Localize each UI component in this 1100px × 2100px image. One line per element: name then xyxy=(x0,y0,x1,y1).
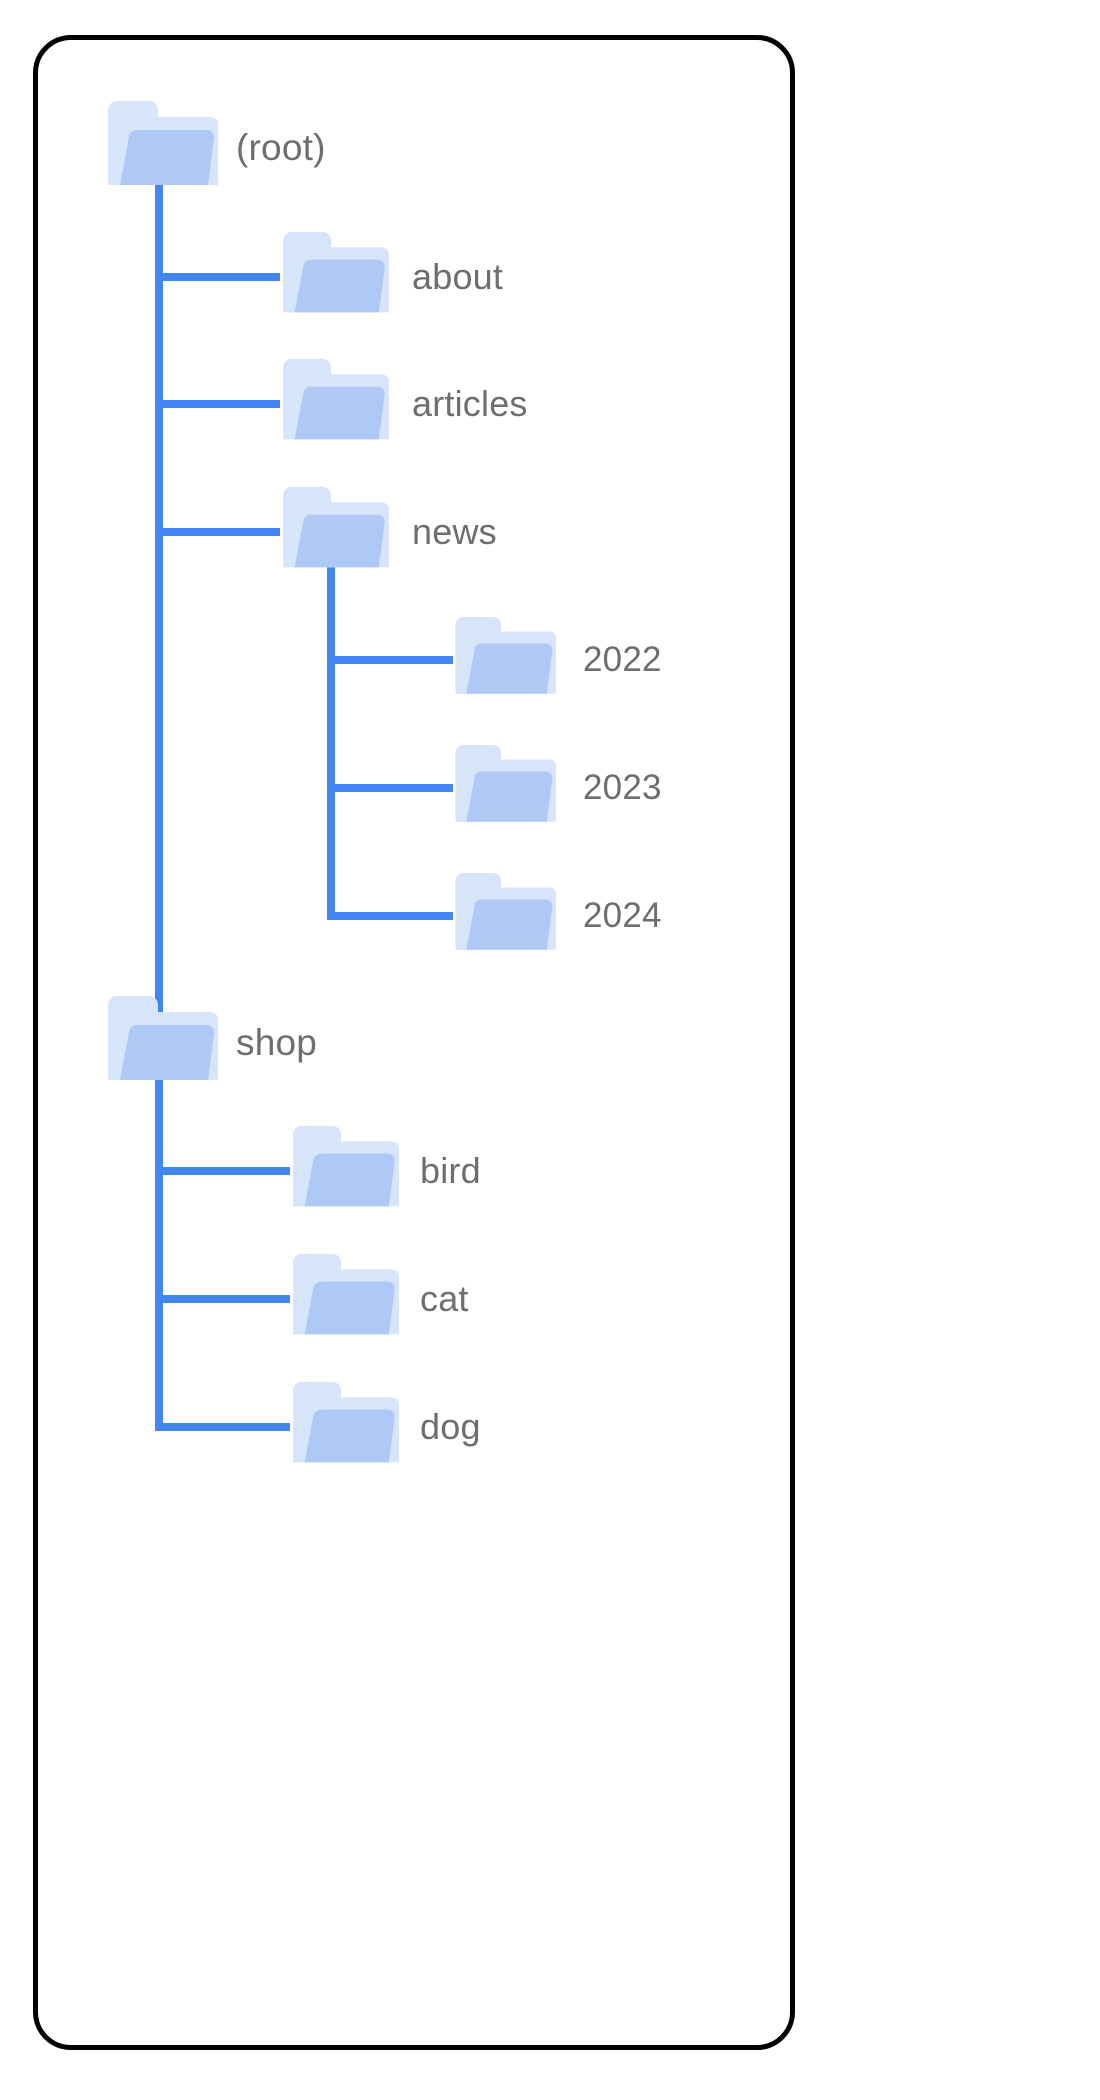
tree-node-bird[interactable]: bird xyxy=(285,1123,481,1220)
folder-icon-2024[interactable] xyxy=(448,870,557,963)
folder-icon xyxy=(283,486,390,567)
tree-node-about[interactable]: about xyxy=(275,229,503,326)
folder-icon xyxy=(283,231,390,312)
tree-node-label-root: (root) xyxy=(236,127,326,168)
folder-icon xyxy=(455,744,557,822)
tree-node-news[interactable]: news xyxy=(275,484,497,581)
tree-node-label-news: news xyxy=(412,511,497,552)
tree-node-label-dog: dog xyxy=(420,1406,481,1447)
folder-icon xyxy=(108,100,219,185)
folder-icon-about[interactable] xyxy=(275,229,390,326)
tree-node-2023[interactable]: 2023 xyxy=(448,742,662,835)
tree-node-cat[interactable]: cat xyxy=(285,1251,469,1348)
folder-icon xyxy=(283,358,390,439)
tree-node-label-2022: 2022 xyxy=(583,640,662,679)
tree-node-label-2023: 2023 xyxy=(583,768,662,807)
tree-node-2024[interactable]: 2024 xyxy=(448,870,662,963)
tree-node-dog[interactable]: dog xyxy=(285,1379,481,1476)
tree-node-2022[interactable]: 2022 xyxy=(448,614,662,707)
tree-node-label-articles: articles xyxy=(412,383,528,424)
tree-node-label-shop: shop xyxy=(236,1022,318,1063)
folder-icon xyxy=(455,616,557,694)
folder-icon-dog[interactable] xyxy=(285,1379,400,1476)
folder-icon xyxy=(293,1253,400,1334)
folder-icon xyxy=(455,872,557,950)
tree-node-label-bird: bird xyxy=(420,1150,481,1191)
folder-icon-root[interactable] xyxy=(100,98,219,199)
folder-icon-2023[interactable] xyxy=(448,742,557,835)
folder-icon-shop[interactable] xyxy=(100,993,219,1094)
tree-node-label-2024: 2024 xyxy=(583,896,662,935)
folder-icon-bird[interactable] xyxy=(285,1123,400,1220)
tree-node-root[interactable]: (root) xyxy=(100,98,326,199)
folder-icon-cat[interactable] xyxy=(285,1251,400,1348)
folder-icon xyxy=(293,1381,400,1462)
folder-icon xyxy=(108,995,219,1080)
tree-node-label-about: about xyxy=(412,256,504,297)
folder-icon-news[interactable] xyxy=(275,484,390,581)
folder-icon-2022[interactable] xyxy=(448,614,557,707)
tree-node-articles[interactable]: articles xyxy=(275,356,528,453)
folder-icon xyxy=(293,1125,400,1206)
tree-node-shop[interactable]: shop xyxy=(100,993,317,1094)
folder-icon-articles[interactable] xyxy=(275,356,390,453)
tree-node-label-cat: cat xyxy=(420,1278,469,1319)
